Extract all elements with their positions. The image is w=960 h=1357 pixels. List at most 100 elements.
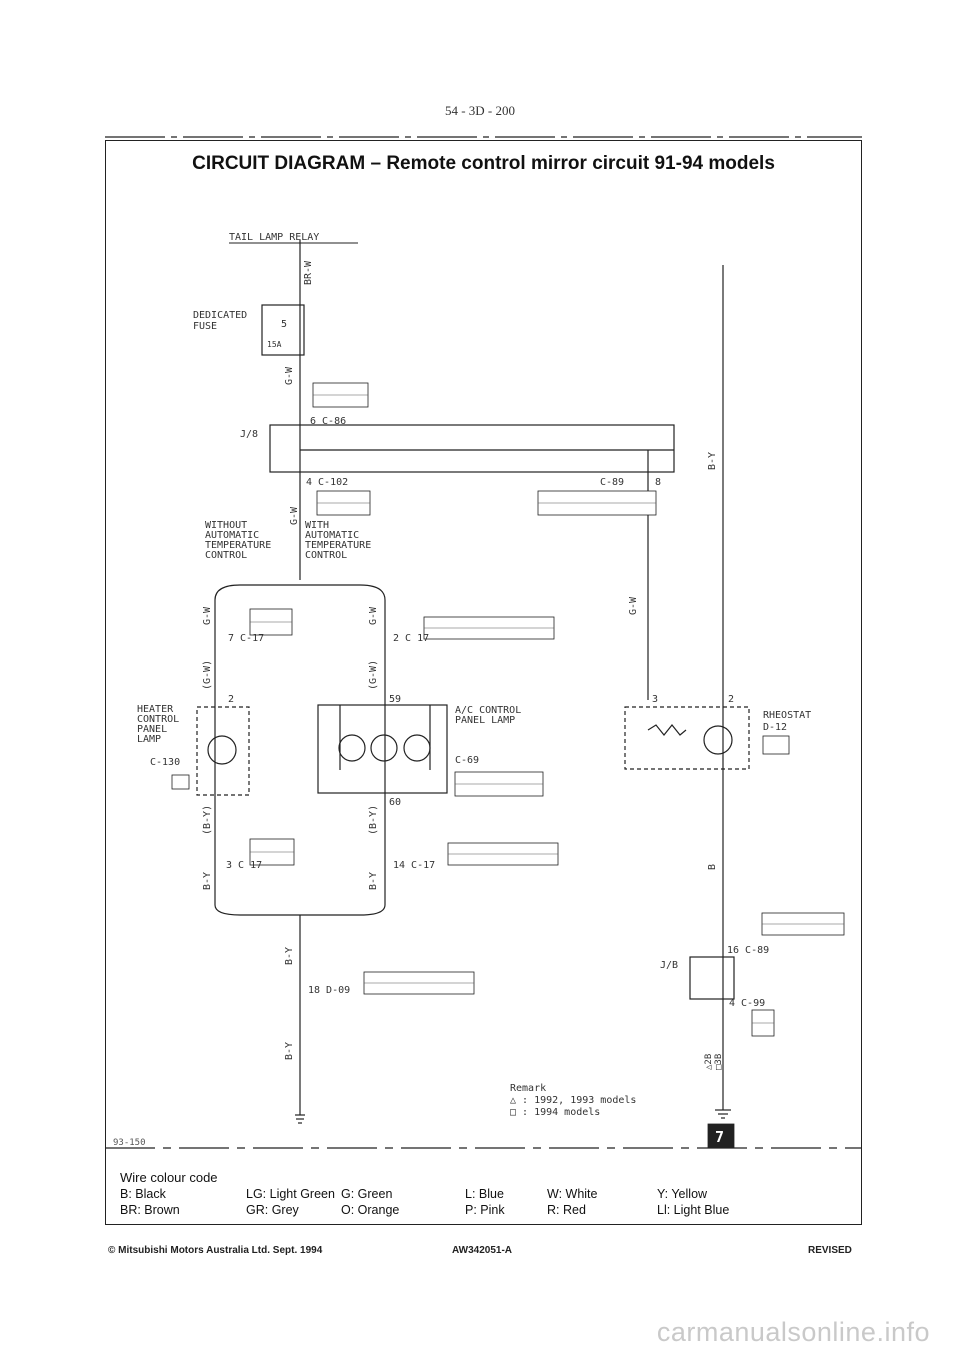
legend-entry: P: Pink xyxy=(465,1203,505,1217)
wire-br-w: BR-W xyxy=(303,260,314,285)
page-title: CIRCUIT DIAGRAM – Remote control mirror … xyxy=(192,153,775,174)
legend-entry: GR: Grey xyxy=(246,1203,299,1217)
wire-g-w-5: G-W xyxy=(628,596,639,615)
connector-d12-grid xyxy=(762,735,790,755)
footer-copyright: © Mitsubishi Motors Australia Ltd. Sept.… xyxy=(108,1245,323,1256)
wire-b-ground-2: □3B xyxy=(714,1054,724,1070)
footer-doc-code: AW342051-A xyxy=(452,1245,513,1256)
connector-c130-grid xyxy=(171,774,190,790)
wire-b-y-4: B-Y xyxy=(284,1042,295,1060)
wire-b-y-1: B-Y xyxy=(202,872,213,890)
with-atc-2: AUTOMATIC xyxy=(305,530,359,541)
rheostat-code: D-12 xyxy=(763,722,787,733)
c17-b-label: 2 C 17 xyxy=(393,633,429,644)
pin-3: 3 xyxy=(652,694,658,705)
page-badge-box xyxy=(707,1123,735,1149)
heater-lamp-bulb xyxy=(207,735,237,765)
c99-label: 4 C-99 xyxy=(729,998,765,1009)
c89-top-pin: 8 xyxy=(655,477,661,488)
without-atc-3: TEMPERATURE xyxy=(205,540,271,551)
wire-g-w-4: G-W xyxy=(368,606,379,625)
c102-label: 4 C-102 xyxy=(306,477,348,488)
rheostat-dial xyxy=(703,725,733,755)
wire-g-w-1: G-W xyxy=(284,366,295,385)
remark-line-1: △ : 1992, 1993 models xyxy=(510,1095,636,1106)
c17-d-label: 14 C-17 xyxy=(393,860,435,871)
j8-bottom-label: J/B xyxy=(660,960,678,971)
heater-lamp-box xyxy=(196,706,250,796)
c89-bottom-label: 16 C-89 xyxy=(727,945,769,956)
without-atc-4: CONTROL xyxy=(205,550,247,561)
dedicated-fuse-label-1: DEDICATED xyxy=(193,310,247,321)
without-atc-2: AUTOMATIC xyxy=(205,530,259,541)
rheostat-resistor xyxy=(647,724,687,736)
fuse-number: 5 xyxy=(281,319,287,330)
c89-top-label: C-89 xyxy=(600,477,624,488)
wire-split xyxy=(214,584,386,601)
wire-g-w-paren-1: (G-W) xyxy=(202,660,213,690)
legend-entry: LG: Light Green xyxy=(246,1187,335,1201)
c69-label: C-69 xyxy=(455,755,479,766)
remark-line-2: □ : 1994 models xyxy=(510,1107,600,1118)
wire-g-w-3: G-W xyxy=(202,606,213,625)
diagram-frame xyxy=(105,140,862,1225)
heater-lamp-2: CONTROL xyxy=(137,714,179,725)
pin-60: 60 xyxy=(389,797,401,808)
wire-b-y-paren-1: (B-Y) xyxy=(202,805,213,835)
heater-lamp-1: HEATER xyxy=(137,704,174,715)
c17-c-label: 3 C 17 xyxy=(226,860,262,871)
wire-g-w-2: G-W xyxy=(289,506,300,525)
page-badge: 7 xyxy=(715,1128,724,1146)
wire-b-y-paren-2: (B-Y) xyxy=(368,805,379,835)
legend-entry: O: Orange xyxy=(341,1203,400,1217)
tail-lamp-relay-label: TAIL LAMP RELAY xyxy=(229,232,319,243)
legend-entry: G: Green xyxy=(341,1187,393,1201)
wire-b-y-2: B-Y xyxy=(368,872,379,890)
jb-box-bottom xyxy=(689,956,735,1000)
legend-entry: BR: Brown xyxy=(120,1203,180,1217)
wire-colour-legend: Wire colour code B: Black LG: Light Gree… xyxy=(120,1170,850,1217)
fuse-rating: 15A xyxy=(267,340,282,349)
rheostat-box xyxy=(624,706,750,770)
wire-g-w-paren-2: (G-W) xyxy=(368,660,379,690)
wire-b-right: B xyxy=(707,864,718,870)
without-atc-1: WITHOUT xyxy=(205,520,247,531)
d09-label: 18 D-09 xyxy=(308,985,350,996)
wire-b-y-3: B-Y xyxy=(284,947,295,965)
watermark: carmanualsonline.info xyxy=(656,1317,930,1347)
with-atc-3: TEMPERATURE xyxy=(305,540,371,551)
pin-59: 59 xyxy=(389,694,401,705)
heater-lamp-3: PANEL xyxy=(137,724,167,735)
with-atc-4: CONTROL xyxy=(305,550,347,561)
dedicated-fuse-label-2: FUSE xyxy=(193,321,217,332)
remark-title: Remark xyxy=(510,1083,546,1094)
legend-entry: R: Red xyxy=(547,1203,586,1217)
legend-entry: L: Blue xyxy=(465,1187,504,1201)
ac-lamp-box xyxy=(317,704,448,794)
rheostat-label: RHEOSTAT xyxy=(763,710,811,721)
footer-revised: REVISED xyxy=(808,1245,852,1256)
legend-title: Wire colour code xyxy=(120,1170,218,1185)
legend-entry: W: White xyxy=(547,1187,598,1201)
ac-lamp-1: A/C CONTROL xyxy=(455,705,521,716)
pin-2b: 2 xyxy=(728,694,734,705)
heater-lamp-4: LAMP xyxy=(137,734,161,745)
legend-entry: B: Black xyxy=(120,1187,166,1201)
c17-a-label: 7 C-17 xyxy=(228,633,264,644)
fuse-box xyxy=(261,304,305,356)
ac-lamp-2: PANEL LAMP xyxy=(455,715,515,726)
wire-merge xyxy=(214,904,386,916)
with-atc-1: WITH xyxy=(305,520,329,531)
wire-b-ground-1: △2B xyxy=(704,1054,714,1070)
c130-label: C-130 xyxy=(150,757,180,768)
j8-top-label: J/8 xyxy=(240,429,258,440)
page-number: 54 - 3D - 200 xyxy=(444,103,516,118)
legend-entry: Ll: Light Blue xyxy=(657,1203,730,1217)
wire-b-y-right: B-Y xyxy=(707,452,718,470)
c86-label: 6 C-86 xyxy=(310,416,346,427)
legend-entry: Y: Yellow xyxy=(657,1187,708,1201)
pin-2a: 2 xyxy=(228,694,234,705)
footnote-code: 93-150 xyxy=(113,1138,146,1148)
j8-box xyxy=(269,424,675,473)
